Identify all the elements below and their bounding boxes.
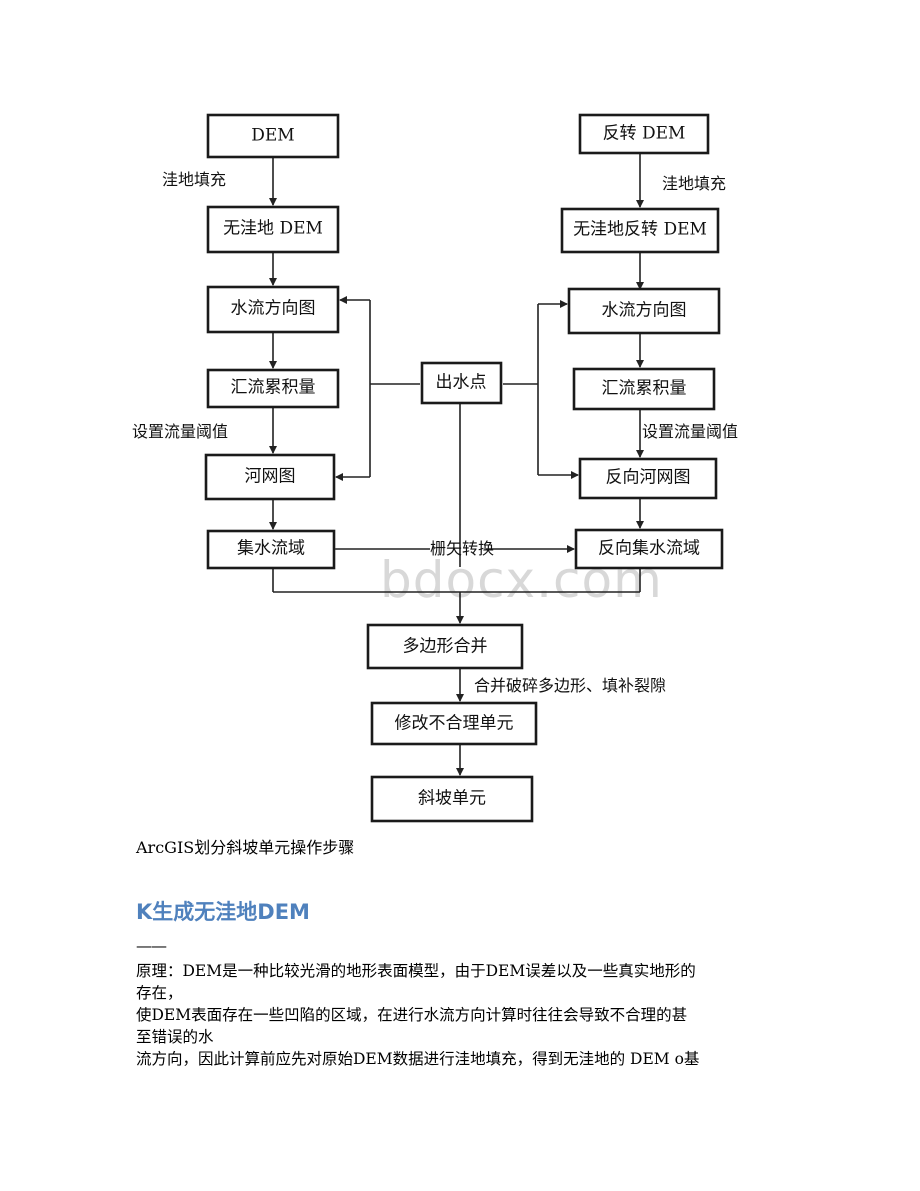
- label-fill-sinks-right: 洼地填充: [662, 174, 726, 193]
- connector-lines: [269, 153, 644, 776]
- label-raster-to-vector: 栅矢转换: [430, 539, 494, 558]
- svg-text:反向河网图: 反向河网图: [606, 468, 691, 488]
- box-filled-inverted-dem: 无洼地反转 DEM: [560, 207, 720, 254]
- box-flow-direction-left: 水流方向图: [206, 285, 340, 334]
- box-inverted-dem: 反转 DEM: [578, 113, 710, 155]
- box-reverse-river-network: 反向河网图: [578, 457, 718, 500]
- svg-text:DEM: DEM: [251, 126, 294, 146]
- svg-text:反转 DEM: 反转 DEM: [603, 124, 686, 144]
- svg-text:水流方向图: 水流方向图: [231, 299, 316, 319]
- box-filled-dem: 无洼地 DEM: [206, 205, 340, 254]
- dash-separator: ——: [136, 936, 167, 955]
- box-slope-unit: 斜坡单元: [370, 775, 534, 823]
- svg-text:修改不合理单元: 修改不合理单元: [395, 714, 514, 734]
- box-flow-accumulation-left: 汇流累积量: [206, 368, 340, 409]
- paragraph-line: 流方向，因此计算前应先对原始DEM数据进行洼地填充，得到无洼地的 DEM o基: [136, 1050, 700, 1068]
- svg-text:无洼地 DEM: 无洼地 DEM: [223, 219, 323, 239]
- paragraph-line: 至错误的水: [136, 1028, 214, 1046]
- box-modify-units: 修改不合理单元: [370, 701, 538, 746]
- svg-text:汇流累积量: 汇流累积量: [602, 379, 687, 399]
- label-threshold-right: 设置流量阈值: [642, 422, 738, 441]
- svg-text:反向集水流域: 反向集水流域: [598, 539, 700, 559]
- box-reverse-basin: 反向集水流域: [574, 528, 724, 570]
- box-flow-direction-right: 水流方向图: [567, 287, 721, 335]
- section-heading: K生成无洼地DEM: [136, 900, 310, 924]
- label-threshold-left: 设置流量阈值: [132, 422, 228, 441]
- svg-text:河网图: 河网图: [245, 467, 296, 487]
- figure-caption: ArcGIS划分斜坡单元操作步骤: [136, 838, 355, 857]
- svg-text:无洼地反转 DEM: 无洼地反转 DEM: [573, 220, 707, 240]
- box-dem: DEM: [206, 113, 340, 159]
- paragraph-line: 存在，: [136, 984, 183, 1002]
- svg-text:出水点: 出水点: [436, 373, 487, 393]
- body-paragraph: 原理：DEM是一种比较光滑的地形表面模型，由于DEM误差以及一些真实地形的 存在…: [136, 960, 776, 1070]
- svg-text:斜坡单元: 斜坡单元: [418, 789, 486, 809]
- label-merge-fragments: 合并破碎多边形、填补裂隙: [474, 676, 666, 695]
- box-flow-accumulation-right: 汇流累积量: [572, 367, 716, 411]
- box-outlet: 出水点: [420, 361, 503, 405]
- slope-unit-flowchart: bdocx.com: [132, 113, 738, 823]
- svg-text:水流方向图: 水流方向图: [602, 301, 687, 321]
- paragraph-line: 原理：DEM是一种比较光滑的地形表面模型，由于DEM误差以及一些真实地形的: [136, 962, 696, 980]
- label-fill-sinks-left: 洼地填充: [162, 170, 226, 189]
- svg-text:集水流域: 集水流域: [237, 539, 305, 559]
- paragraph-line: 使DEM表面存在一些凹陷的区域，在进行水流方向计算时往往会导致不合理的甚: [136, 1006, 688, 1024]
- box-basin: 集水流域: [206, 529, 336, 570]
- svg-text:多边形合并: 多边形合并: [403, 637, 488, 657]
- box-polygon-merge: 多边形合并: [366, 623, 524, 670]
- svg-text:汇流累积量: 汇流累积量: [231, 378, 316, 398]
- box-river-network: 河网图: [204, 453, 336, 501]
